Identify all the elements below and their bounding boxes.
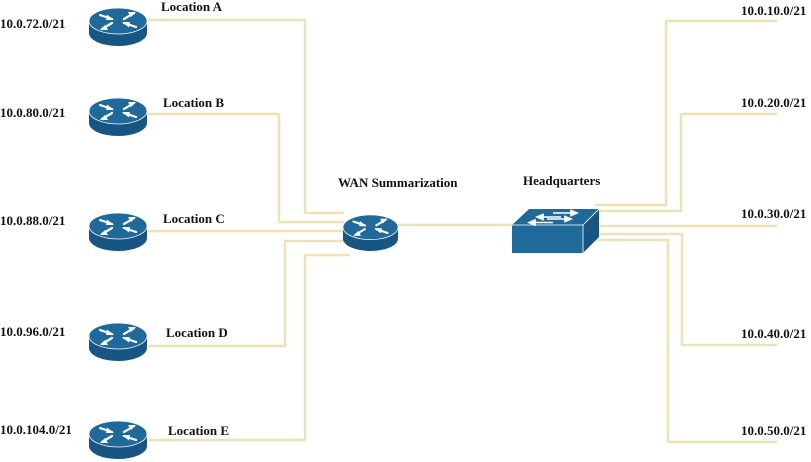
location-e-network: 10.0.104.0/21 <box>0 422 72 437</box>
link-hq-net-4 <box>597 232 777 347</box>
router-icon <box>88 212 148 251</box>
router-icon <box>88 322 148 361</box>
hq-network-3: 10.0.30.0/21 <box>741 206 807 221</box>
link-location-b <box>148 112 344 224</box>
hq-network-2: 10.0.20.0/21 <box>741 95 807 110</box>
location-a-network: 10.0.72.0/21 <box>0 16 66 31</box>
location-e-label: Location E <box>168 423 230 438</box>
hq-network-1: 10.0.10.0/21 <box>741 3 807 18</box>
switch-icon <box>512 208 599 253</box>
router-icon <box>88 420 148 459</box>
wan-summarization-label: WAN Summarization <box>338 175 458 190</box>
location-b-label: Location B <box>163 95 225 110</box>
link-hq-net-2 <box>595 112 777 213</box>
wan-router-icon <box>342 214 399 251</box>
link-hq-net-1 <box>595 19 777 207</box>
location-c-label: Location C <box>163 211 225 226</box>
location-d-label: Location D <box>166 325 228 340</box>
location-b-network: 10.0.80.0/21 <box>0 105 66 120</box>
router-icon <box>88 97 148 136</box>
link-location-e <box>148 253 350 442</box>
headquarters-label: Headquarters <box>523 173 601 188</box>
router-icon <box>88 7 148 46</box>
hq-network-4: 10.0.40.0/21 <box>741 326 807 341</box>
location-a-label: Location A <box>161 0 223 14</box>
link-location-a <box>148 18 344 215</box>
link-location-d <box>148 239 344 348</box>
hq-network-5: 10.0.50.0/21 <box>741 423 807 438</box>
location-d-network: 10.0.96.0/21 <box>0 324 66 339</box>
location-c-network: 10.0.88.0/21 <box>0 213 66 228</box>
link-hq-net-5 <box>592 238 777 444</box>
